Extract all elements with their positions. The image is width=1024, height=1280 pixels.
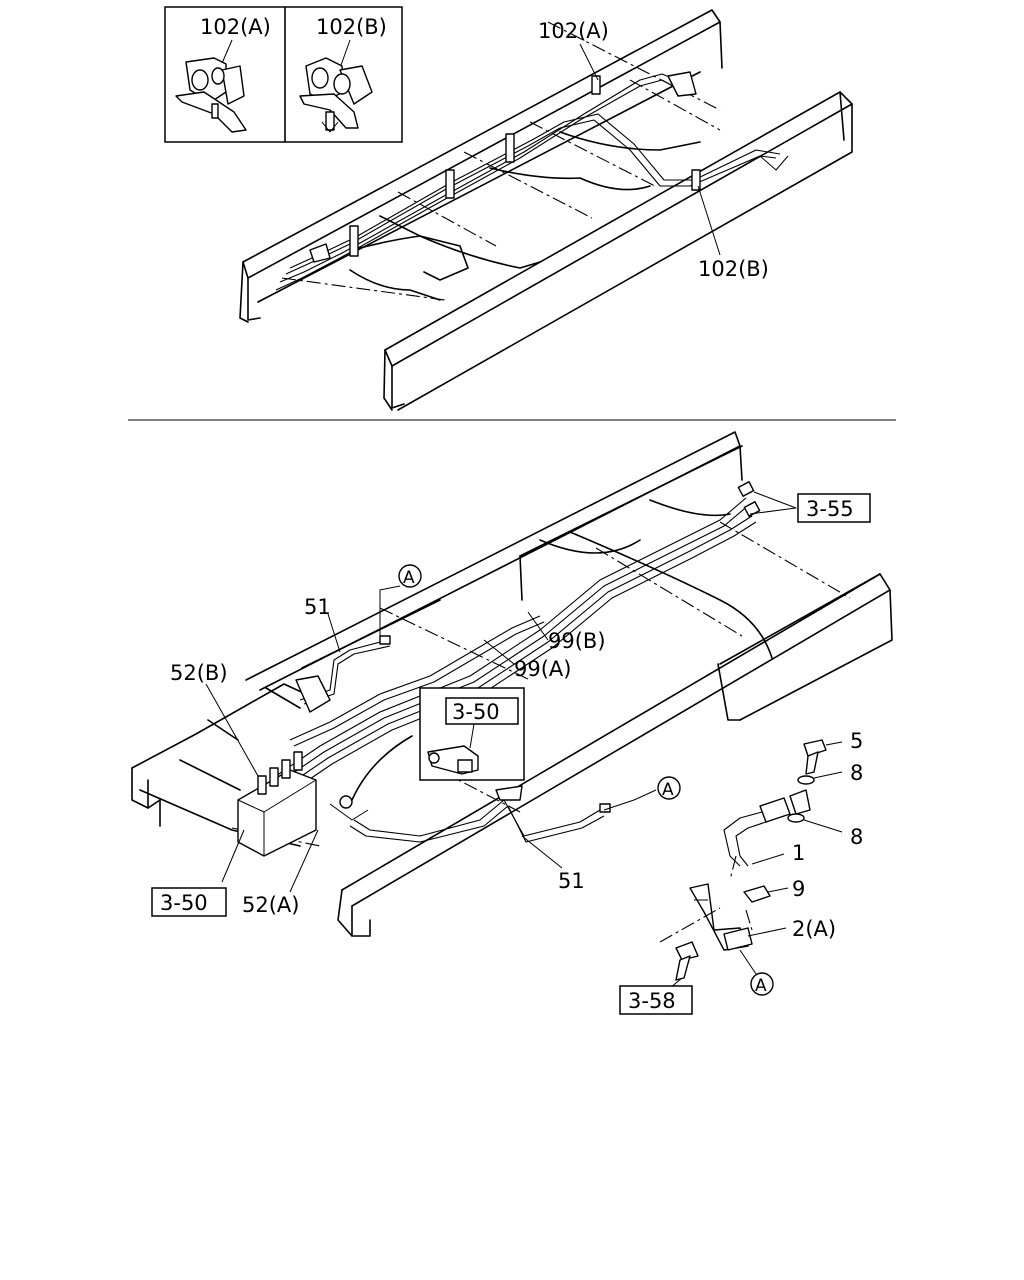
callout-102a: 102(A)	[538, 19, 609, 43]
marker-a-bottom: A	[750, 972, 774, 996]
clip-a-detail	[175, 57, 247, 133]
label-part-8-bottom: 8	[850, 825, 863, 849]
marker-a-right: A	[657, 776, 681, 800]
svg-text:A: A	[403, 568, 415, 588]
upper-chassis-frame	[239, 9, 853, 411]
ref-3-58[interactable]: 3-58	[628, 989, 676, 1013]
svg-text:A: A	[755, 976, 767, 996]
clip-inset-box: 102(A) 102(B)	[164, 6, 403, 143]
ref-3-50-inset[interactable]: 3-50	[452, 700, 500, 724]
lower-view: 3-50	[131, 431, 893, 1015]
label-part-51-top: 51	[304, 595, 331, 619]
label-part-99a: 99(A)	[514, 657, 571, 681]
label-part-2a: 2(A)	[792, 917, 836, 941]
label-part-8-top: 8	[850, 761, 863, 785]
ref-3-55[interactable]: 3-55	[806, 497, 854, 521]
lower-chassis-frame	[131, 431, 893, 937]
inset-label-102a: 102(A)	[200, 15, 271, 39]
label-part-5: 5	[850, 729, 863, 753]
lower-brake-pipes	[237, 481, 761, 857]
label-part-99b: 99(B)	[548, 629, 606, 653]
label-part-52a: 52(A)	[242, 893, 299, 917]
ref-3-50[interactable]: 3-50	[160, 891, 208, 915]
label-part-52b: 52(B)	[170, 661, 228, 685]
svg-text:A: A	[662, 780, 674, 800]
label-part-9: 9	[792, 877, 805, 901]
inset-3-50: 3-50	[419, 687, 525, 781]
marker-a-top: A	[398, 564, 422, 588]
inset-label-102b: 102(B)	[316, 15, 387, 39]
upper-brake-pipes	[275, 71, 789, 291]
callout-102b: 102(B)	[698, 257, 769, 281]
clip-b-detail	[299, 57, 373, 133]
label-part-1: 1	[792, 841, 805, 865]
exploded-fitting-parts	[659, 739, 843, 989]
label-part-51-bottom: 51	[558, 869, 585, 893]
upper-view: 102(A) 102(B)	[164, 6, 853, 411]
